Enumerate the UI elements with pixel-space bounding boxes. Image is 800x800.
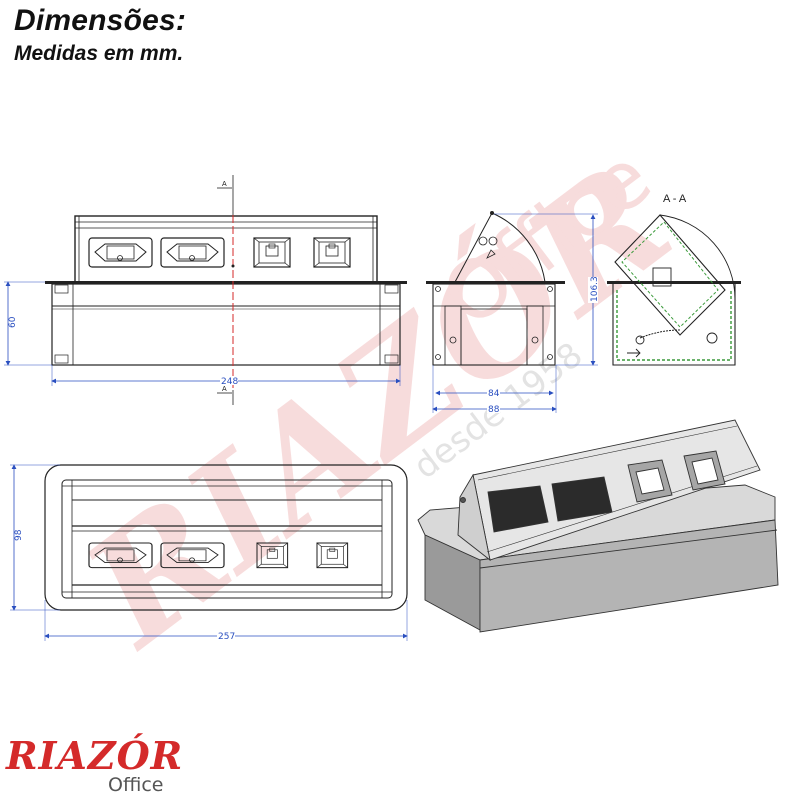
side-dimensions: 84 88 106.3 xyxy=(432,213,600,415)
inner-width-dimension-84: 84 xyxy=(488,389,500,399)
page-title: Dimensões: xyxy=(14,4,187,37)
height-dimension-106: 106.3 xyxy=(590,276,600,302)
front-view xyxy=(45,215,407,366)
section-view: A - A xyxy=(607,193,741,366)
top-dimensions: 98 257 xyxy=(10,464,408,642)
power-outlet-icon xyxy=(487,485,549,533)
page-subtitle: Medidas em mm. xyxy=(14,42,184,65)
section-label: A - A xyxy=(663,193,687,205)
power-outlet-icon xyxy=(160,237,225,268)
brand-logo-sub: Office xyxy=(108,774,164,796)
top-view xyxy=(44,464,408,611)
isometric-view xyxy=(417,419,779,633)
depth-dimension-98: 98 xyxy=(14,529,24,541)
height-dimension-60: 60 xyxy=(8,316,18,328)
network-port-icon xyxy=(313,237,351,268)
side-view xyxy=(426,211,565,366)
section-marker-top: A xyxy=(222,181,227,188)
network-port-icon xyxy=(316,542,349,569)
section-marker-bottom: A xyxy=(222,386,227,393)
width-dimension-248: 248 xyxy=(221,377,238,387)
power-outlet-icon xyxy=(551,476,613,522)
network-port-icon xyxy=(253,237,291,268)
section-line: A A xyxy=(217,175,235,405)
length-dimension-257: 257 xyxy=(218,632,235,642)
front-dimensions: 60 248 xyxy=(4,281,401,387)
brand-logo: RIAZÓR xyxy=(6,733,184,778)
outer-width-dimension-88: 88 xyxy=(488,405,500,415)
power-outlet-icon xyxy=(88,237,153,268)
